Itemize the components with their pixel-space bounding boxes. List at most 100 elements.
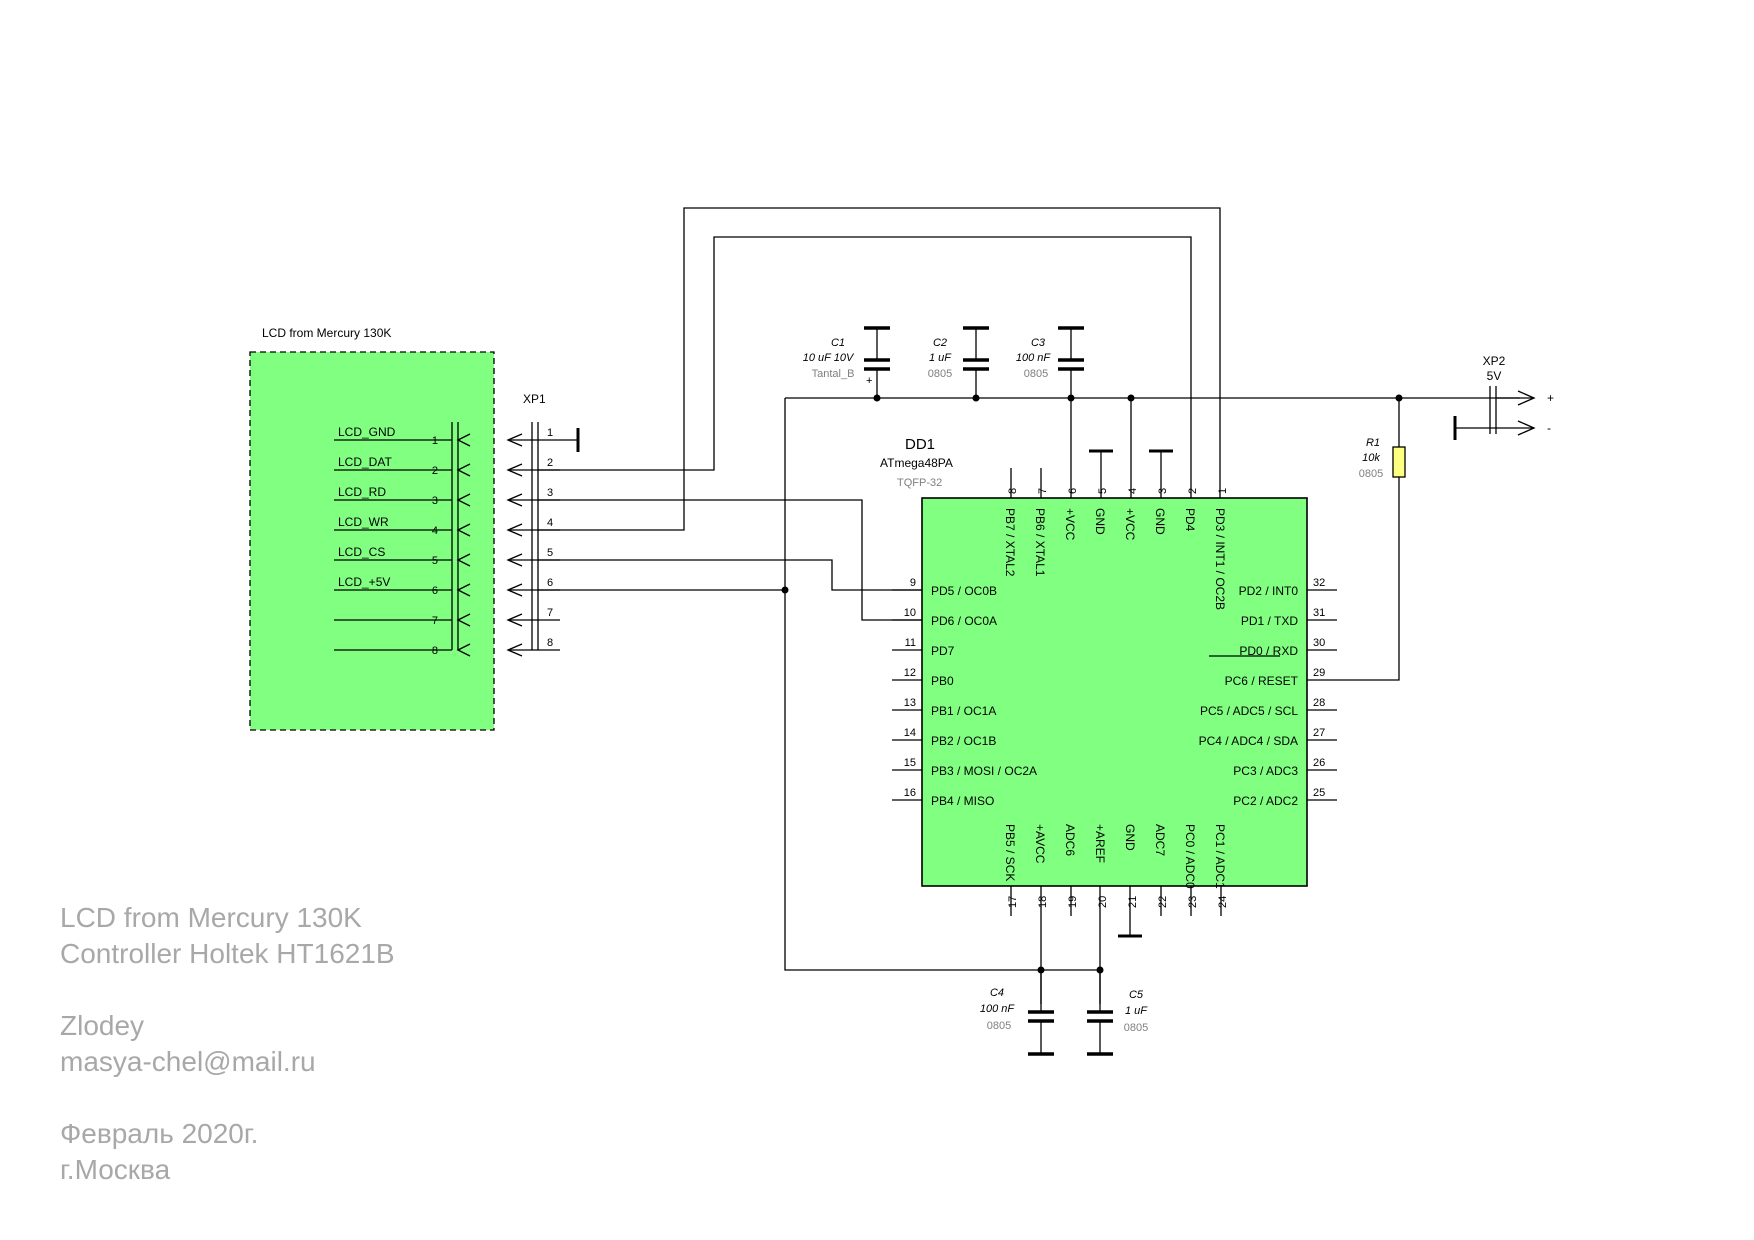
xp1-pin-arrow xyxy=(506,433,523,447)
dd1-pin-number: 4 xyxy=(1127,488,1139,494)
xp2-connector: XP2 5V + - xyxy=(1453,354,1554,440)
lcd-pin-contact xyxy=(456,583,471,597)
dd1-pin-name: PC2 / ADC2 xyxy=(1233,794,1298,808)
lcd-pin-contact xyxy=(456,493,471,507)
c2-package: 0805 xyxy=(928,368,952,380)
cap-c2: C2 1 uF 0805 xyxy=(928,326,989,398)
xp1-pin-arrow xyxy=(506,553,523,567)
dd1-pin-number: 15 xyxy=(904,757,916,769)
xp1-pin-number: 4 xyxy=(547,517,553,529)
c2-value: 1 uF xyxy=(929,352,952,364)
dd1-body xyxy=(921,497,1308,887)
dd1-pin-number: 9 xyxy=(910,577,916,589)
dd1-pin-number: 20 xyxy=(1097,896,1109,908)
lcd-pin-number: 3 xyxy=(432,495,438,507)
cap-c5: C5 1 uF 0805 xyxy=(1087,970,1148,1056)
lcd-signal-label: LCD_CS xyxy=(338,545,385,559)
notes-email: masya-chel@mail.ru xyxy=(60,1046,316,1077)
c4-package: 0805 xyxy=(987,1020,1011,1032)
dd1-pin-number: 30 xyxy=(1313,637,1325,649)
xp1-pin-number: 1 xyxy=(547,427,553,439)
xp1-ref: XP1 xyxy=(523,392,546,406)
dd1-pin-name: PB3 / MOSI / OC2A xyxy=(931,764,1037,778)
dd1-pin-name: PD5 / OC0B xyxy=(931,584,997,598)
lcd-pin-contact xyxy=(456,433,471,447)
dd1-package: TQFP-32 xyxy=(897,477,942,489)
lcd-pin-contact xyxy=(456,463,471,477)
dd1-pin-number: 3 xyxy=(1157,488,1169,494)
c5-value: 1 uF xyxy=(1125,1005,1148,1017)
wire-r1-reset xyxy=(1307,477,1400,681)
wire-lcd-wr-pd3 xyxy=(538,207,1221,531)
dd1-pin-name: PD2 / INT0 xyxy=(1239,584,1299,598)
r1-package: 0805 xyxy=(1359,468,1383,480)
c1-package: Tantal_B xyxy=(812,368,855,380)
dd1-pin-name: PD1 / TXD xyxy=(1241,614,1298,628)
dd1-pin-number: 26 xyxy=(1313,757,1325,769)
xp2-pin-minus-arrow xyxy=(1517,420,1536,436)
dd1-pin-number: 31 xyxy=(1313,607,1325,619)
dd1-pin-name: PB7 / XTAL2 xyxy=(1003,508,1017,577)
dd1-pin-name: +VCC xyxy=(1123,508,1137,541)
dd1-pin-name: PC5 / ADC5 / SCL xyxy=(1200,704,1298,718)
junction-5v xyxy=(781,586,789,594)
lcd-signal-label: LCD_DAT xyxy=(338,455,392,469)
c3-ref: C3 xyxy=(1031,337,1046,349)
dd1-pin-number: 29 xyxy=(1313,667,1325,679)
notes-block: LCD from Mercury 130K Controller Holtek … xyxy=(60,900,395,1188)
dd1-pin-name: PD4 xyxy=(1183,508,1197,532)
dd1-pin-number: 17 xyxy=(1007,896,1019,908)
dd1-pin-number: 1 xyxy=(1217,488,1229,494)
dd1-pin-name: PD3 / INT1 / OC2B xyxy=(1213,508,1227,610)
dd1-pin-number: 10 xyxy=(904,607,916,619)
c3-package: 0805 xyxy=(1024,368,1048,380)
dd1-pin-name: PC6 / RESET xyxy=(1225,674,1299,688)
dd1-pin-number: 21 xyxy=(1127,896,1139,908)
xp1-pin-arrow xyxy=(506,583,523,597)
dd1-pin-number: 32 xyxy=(1313,577,1325,589)
xp1-pin-arrow xyxy=(506,643,523,657)
cap-c1: C1 10 uF 10V Tantal_B + xyxy=(803,326,890,398)
lcd-pin-number: 8 xyxy=(432,645,438,657)
dd1-pin-name: PB0 xyxy=(931,674,954,688)
junction-vcc4 xyxy=(1127,394,1135,402)
dd1-pin-number: 7 xyxy=(1037,488,1049,494)
dd1-pin-number: 19 xyxy=(1067,896,1079,908)
lcd-pin-number: 1 xyxy=(432,435,438,447)
dd1-pin-number: 13 xyxy=(904,697,916,709)
notes-date: Февраль 2020г. xyxy=(60,1118,259,1149)
dd1-pin-number: 25 xyxy=(1313,787,1325,799)
dd1-pin-name: ADC7 xyxy=(1153,824,1167,856)
xp2-minus-label: - xyxy=(1547,421,1551,435)
c1-polarity: + xyxy=(866,375,872,387)
lcd-pin-number: 6 xyxy=(432,585,438,597)
xp1-pin-arrow xyxy=(506,493,523,507)
dd1-pin-number: 22 xyxy=(1157,896,1169,908)
dd1-pin-name: PB4 / MISO xyxy=(931,794,994,808)
c1-value: 10 uF 10V xyxy=(803,352,855,364)
dd1-pin-number: 11 xyxy=(905,637,916,649)
dd1-pin-name: PC4 / ADC4 / SDA xyxy=(1199,734,1298,748)
dd1-pin-name: ADC6 xyxy=(1063,824,1077,856)
xp1-pin-number: 5 xyxy=(547,547,553,559)
lcd-pin-number: 4 xyxy=(432,525,438,537)
lcd-signal-label: LCD_WR xyxy=(338,515,389,529)
c4-ref: C4 xyxy=(990,987,1004,999)
c5-package: 0805 xyxy=(1124,1022,1148,1034)
dd1-pin-name: GND xyxy=(1093,508,1107,535)
c4-value: 100 nF xyxy=(980,1003,1016,1015)
lcd-pin-number: 7 xyxy=(432,615,438,627)
dd1-pin-number: 2 xyxy=(1187,488,1199,494)
notes-controller: Controller Holtek HT1621B xyxy=(60,938,395,969)
cap-c4: C4 100 nF 0805 xyxy=(980,970,1054,1056)
c1-ref: C1 xyxy=(831,337,845,349)
notes-spacer-1 xyxy=(60,972,395,1008)
cap-c3: C3 100 nF 0805 xyxy=(1016,326,1084,398)
wire-lcd-cs-pd5 xyxy=(538,559,922,591)
dd1-pin-number: 24 xyxy=(1217,896,1229,908)
xp1-pin-number: 2 xyxy=(547,457,553,469)
wire-lcd-dat-pd4 xyxy=(538,236,1192,498)
dd1-pin-name: PC3 / ADC3 xyxy=(1233,764,1298,778)
dd1-pin-name: PB2 / OC1B xyxy=(931,734,996,748)
xp2-value: 5V xyxy=(1487,369,1502,383)
